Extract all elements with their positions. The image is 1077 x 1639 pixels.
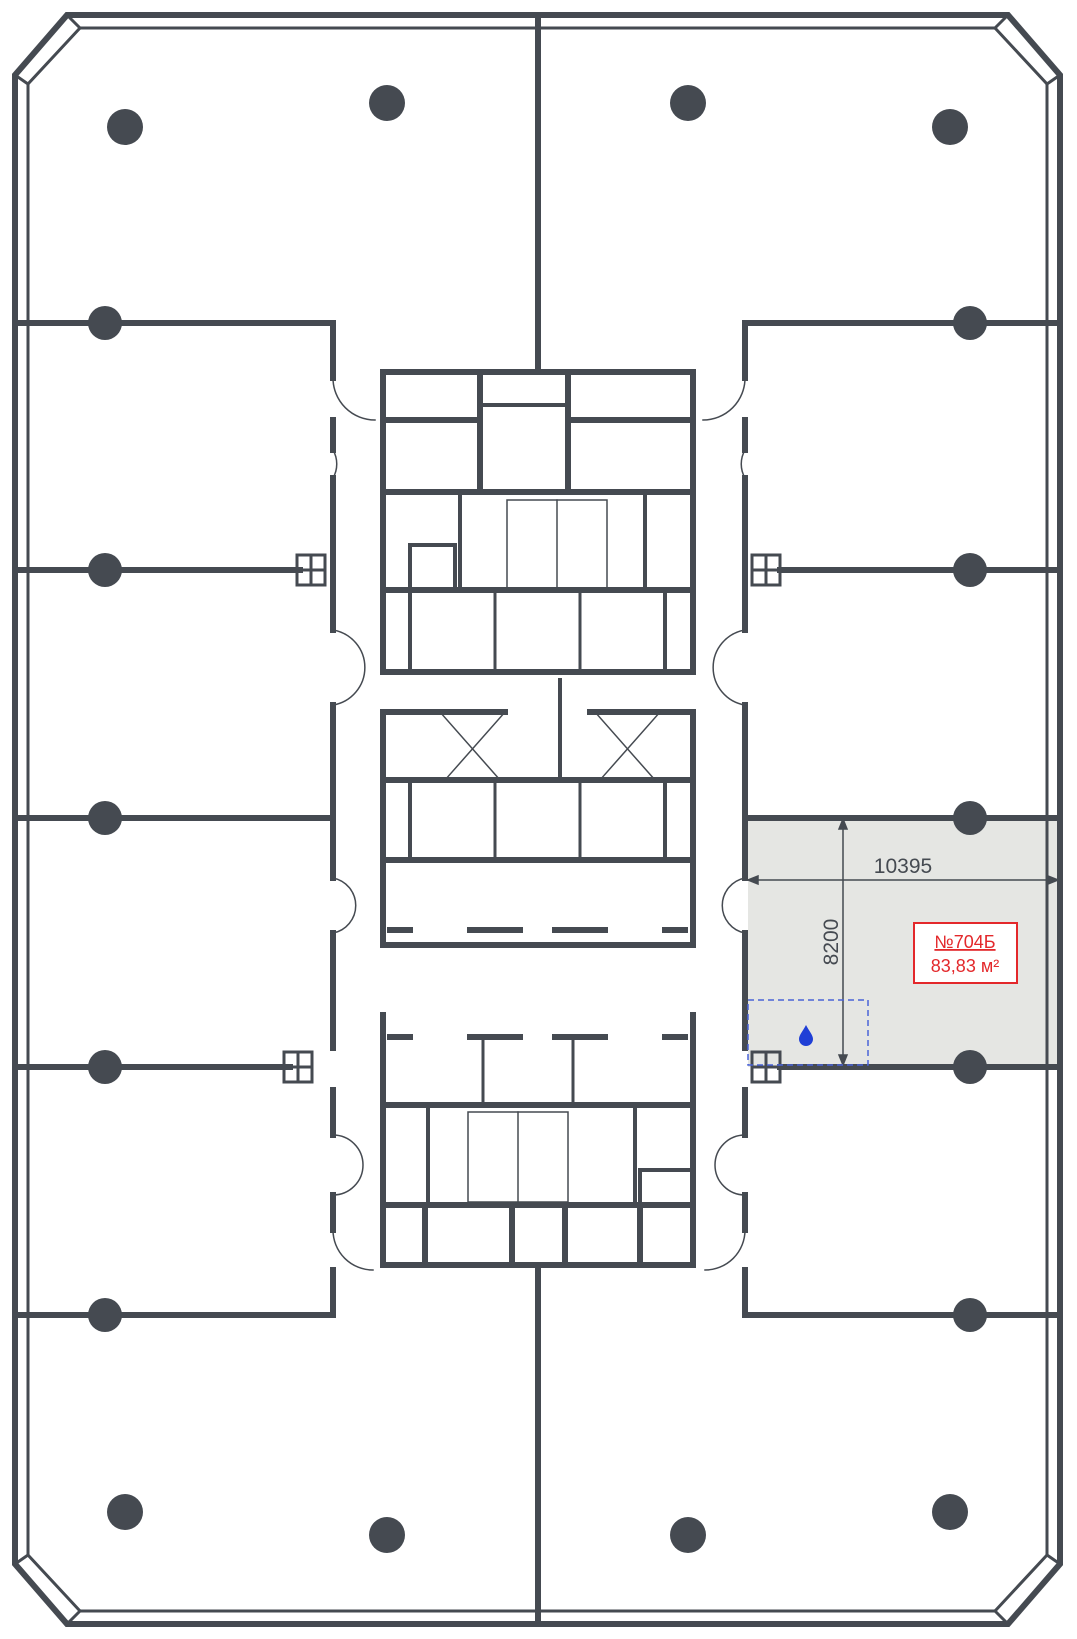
unit-label-box[interactable] (913, 922, 1018, 984)
door-swings (331, 377, 747, 1271)
dimension-lines (745, 816, 1061, 1068)
right-partitions (742, 320, 1063, 1318)
building-core (380, 369, 696, 1268)
left-partitions (12, 320, 336, 1318)
structural-columns (88, 85, 987, 1553)
unit-area: 83,83 м² (931, 956, 999, 976)
unit-number: №704Б (934, 932, 995, 952)
bathroom-outline (747, 999, 869, 1066)
shaft-boxes (282, 553, 782, 1084)
width-dimension: 10395 (874, 855, 932, 878)
depth-dimension: 8200 (820, 919, 843, 966)
water-drop-icon (799, 1025, 813, 1046)
